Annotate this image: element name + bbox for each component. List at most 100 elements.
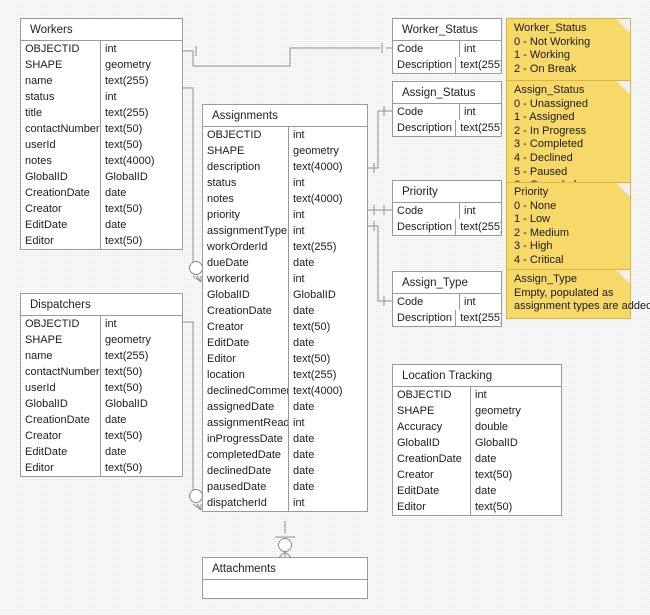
field-name: title [21,105,101,121]
entity-title: Location Tracking [393,365,561,387]
field-name: inProgressDate [203,431,289,447]
note-assign-status[interactable]: Assign_Status 0 - Unassigned 1 - Assigne… [506,80,631,198]
field-type: date [293,257,315,269]
field-type: date [293,465,315,477]
field-name: Editor [21,233,101,249]
note-assign-type[interactable]: Assign_Type Empty, populated as assignme… [506,269,650,319]
note-line: assignment types are added [514,300,650,313]
note-line: 3 - Completed [514,138,584,151]
field-type: text(255) [293,241,337,253]
field-name: Code [393,104,460,120]
entity-title: Assignments [203,105,367,127]
field-type: text(50) [105,430,143,442]
note-line: 3 - High [514,240,553,253]
connector-assignments-priority-to-priority [368,205,392,215]
field-type: text(255) [460,221,501,233]
field-name: EditDate [393,483,471,499]
field-type: text(50) [105,462,143,474]
field-type: text(255) [460,122,501,134]
field-type: date [475,453,497,465]
note-line: 0 - Not Working [514,35,591,48]
field-name: completedDate [203,447,289,463]
note-title: Priority [514,186,549,198]
field-type: text(50) [105,203,143,215]
field-name: Code [393,203,460,219]
field-type: text(50) [105,123,143,135]
field-type: int [464,296,476,308]
connector-assignments-status-to-assign-status [368,106,392,173]
note-line: 2 - On Break [514,62,577,75]
entity-title: Worker_Status [393,19,501,41]
field-type: geometry [293,145,339,157]
note-fold-shadow-icon [616,270,630,284]
field-name: EditDate [21,444,101,460]
note-line: 5 - Paused [514,165,568,178]
field-row: workOrderId text(255) [203,239,367,255]
note-worker-status[interactable]: Worker_Status 0 - Not Working 1 - Workin… [506,18,631,82]
field-name: workOrderId [203,239,289,255]
field-name: Editor [203,351,289,367]
field-row: declinedDate date [203,463,367,479]
field-name: declinedDate [203,463,289,479]
field-name: GlobalID [203,287,289,303]
field-name: Creator [203,319,289,335]
field-type: int [475,389,487,401]
field-name: SHAPE [203,143,289,159]
entity-attachments[interactable]: Attachments [202,557,368,599]
field-name: EditDate [21,217,101,233]
entity-title: Assign_Type [393,272,501,294]
field-name: Code [393,41,460,57]
field-name: OBJECTID [203,127,289,143]
entity-assignments[interactable]: Assignments OBJECTID int SHAPE geometry de… [202,104,368,512]
field-name: location [203,367,289,383]
field-type: text(50) [475,469,513,481]
field-type: text(50) [105,139,143,151]
field-type: int [293,209,305,221]
note-priority[interactable]: Priority 0 - None 1 - Low 2 - Medium 3 -… [506,182,631,273]
field-type: int [293,417,305,429]
field-type: text(255) [460,59,501,71]
field-name: contactNumber [21,364,101,380]
field-type: text(50) [475,501,513,513]
field-type: int [105,318,117,330]
field-type: text(4000) [105,155,155,167]
field-type: int [293,177,305,189]
field-type: GlobalID [293,289,336,301]
field-name: priority [203,207,289,223]
entity-title: Dispatchers [21,294,182,316]
entity-title: Assign_Status [393,82,501,104]
field-type: text(4000) [293,385,343,397]
